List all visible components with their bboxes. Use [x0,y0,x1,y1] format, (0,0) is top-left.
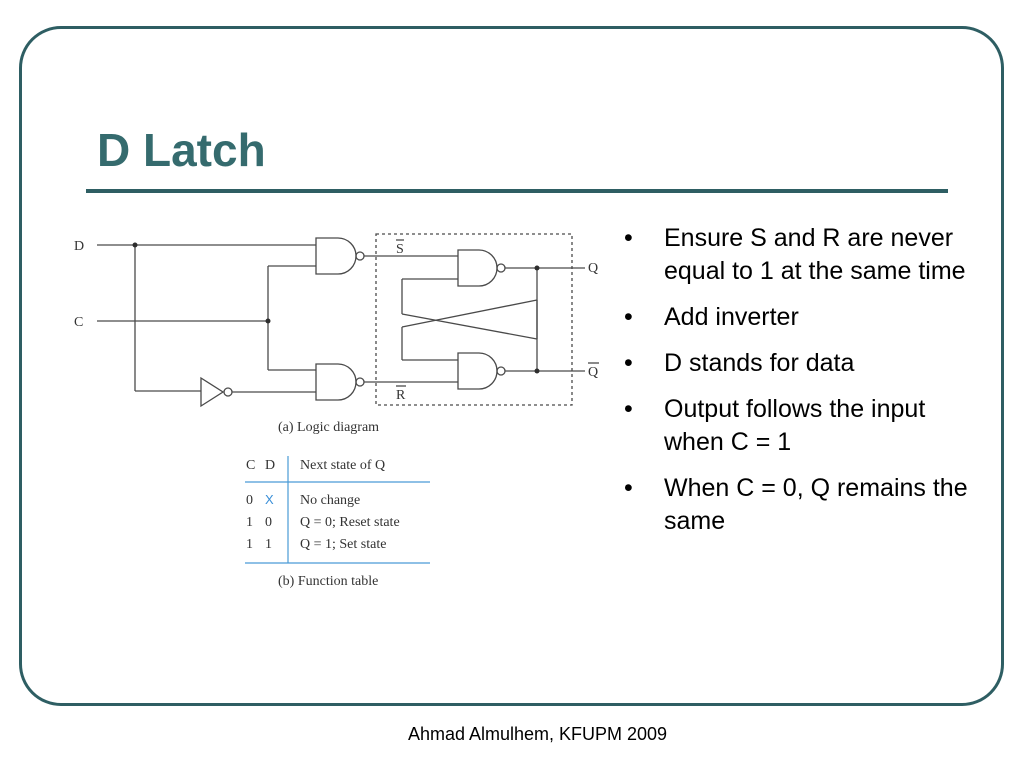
table-header-next-state: Next state of Q [300,458,385,473]
diagram-labels: D C S R Q Q (a) Logic diagram [74,239,598,435]
nand-gate-latch-top [457,249,498,287]
table-cell-r1-c: 0 [246,493,253,508]
junction-qbar [534,368,540,374]
nand-gate-top-input [315,237,357,275]
slide-title: D Latch [97,124,266,176]
nand-bubble-top-input [355,251,365,261]
bullet-item: • Ensure S and R are never equal to 1 at … [624,222,984,288]
wire-cross-2 [401,299,538,328]
nand-gate-bottom-input [315,363,357,401]
slide-footer: Ahmad Almulhem, KFUPM 2009 [407,724,668,744]
junctions [132,242,540,374]
bullet-marker: • [624,224,633,252]
table-header-c: C [246,458,255,473]
caption-logic-diagram: (a) Logic diagram [278,420,379,435]
bullet-text: Add inverter [664,303,799,331]
bullet-item: • D stands for data [624,347,984,380]
bullet-marker: • [624,303,633,331]
bullet-item: • When C = 0, Q remains the same [624,472,984,538]
bullet-list: • Ensure S and R are never equal to 1 at … [624,222,984,551]
label-d: D [74,239,84,254]
junction-q [534,265,540,271]
label-c: C [74,315,83,330]
nand-bubble-latch-top [496,263,506,273]
sr-latch-box [375,233,573,406]
bullet-marker: • [624,395,633,423]
nand-gate-latch-bottom [457,352,498,390]
junction-c [265,318,271,324]
table-header-d: D [265,458,275,473]
d-latch-figure: D C S R Q Q (a) Logic diagram C D Next s… [74,233,599,589]
table-cell-r1-d: X [265,492,274,507]
function-table: C D Next state of Q 0 X No change 1 0 Q … [245,456,430,589]
table-cell-r3-c: 1 [246,537,253,552]
bullet-item: • Output follows the input when C = 1 [624,393,984,459]
inverter-gate [200,376,225,408]
table-cell-r2-state: Q = 0; Reset state [300,515,400,530]
label-q-bar: Q [588,365,598,380]
nand-bubble-latch-bottom [496,366,506,376]
bullet-item: • Add inverter [624,301,984,334]
label-q: Q [588,261,598,276]
wire-cross-1 [401,313,538,340]
bullet-text: D stands for data [664,349,855,377]
bullet-text: Ensure S and R are never equal to 1 at t… [664,224,966,285]
label-r-bar: R [396,388,406,403]
table-cell-r1-state: No change [300,493,360,508]
junction-d [132,242,138,248]
table-cell-r2-d: 0 [265,515,272,530]
table-cell-r3-d: 1 [265,537,272,552]
inverter-bubble [223,387,233,397]
logic-diagram [97,233,599,408]
title-underline [86,189,948,193]
caption-function-table: (b) Function table [278,574,378,589]
bullet-text: When C = 0, Q remains the same [664,474,968,535]
nand-bubble-bottom-input [355,377,365,387]
slide-frame [19,26,1004,706]
bullet-marker: • [624,349,633,377]
bullet-marker: • [624,474,633,502]
table-cell-r2-c: 1 [246,515,253,530]
bullet-text: Output follows the input when C = 1 [664,395,926,456]
label-s-bar: S [396,242,404,257]
table-cell-r3-state: Q = 1; Set state [300,537,386,552]
